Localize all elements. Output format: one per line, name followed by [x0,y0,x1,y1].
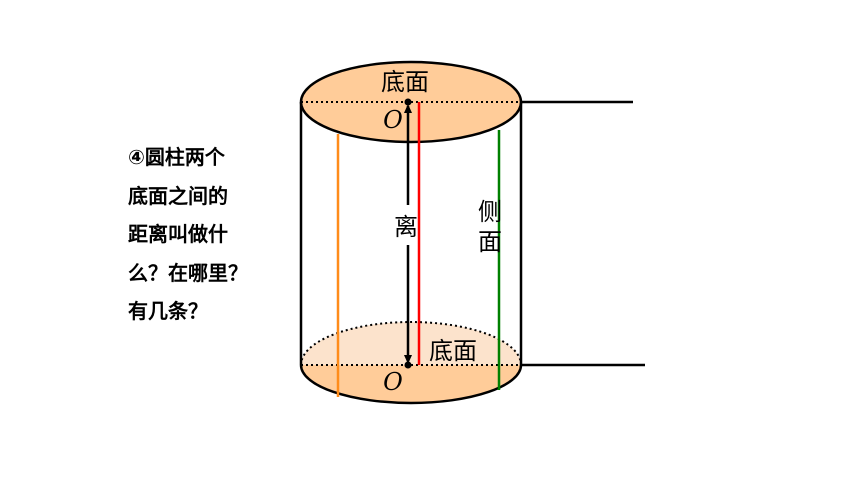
axis-arrow-up-icon [404,104,412,113]
question-line-5: 有几条？ [128,299,208,323]
bottom-base-back [301,322,521,365]
bottom-base-back-outline [300,321,522,366]
bottom-center-label: O [383,368,403,396]
bottom-base-front-outline [299,364,523,405]
axis-arrow-down-icon [404,355,412,364]
side-label-char-2: 面 [478,228,502,256]
question-text: ④圆柱两个 底面之间的 距离叫做什 么？在哪里？ 有几条？ [128,138,298,331]
top-center-dot [404,98,412,106]
bottom-base-label: 底面 [429,337,477,365]
distance-label: 离 [394,213,418,241]
question-line-3: 距离叫做什 [128,222,228,246]
top-center-label: O [383,106,403,134]
question-line-4: 么？在哪里？ [128,260,248,285]
bottom-center-dot [404,361,412,369]
question-line-2: 底面之间的 [128,183,228,208]
side-label-char-1: 侧 [478,198,502,226]
bottom-base-front [301,365,521,403]
top-base-label: 底面 [381,68,429,96]
question-line-1: ④圆柱两个 [128,145,225,169]
